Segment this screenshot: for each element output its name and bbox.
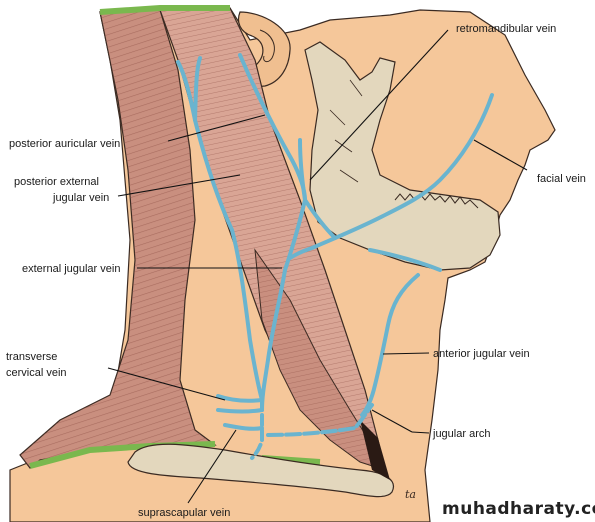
submental-branch [368, 248, 442, 272]
teeth-line [394, 193, 479, 209]
label-posterior-external-line2: jugular vein [52, 192, 109, 204]
mandible-shading [329, 79, 363, 183]
label-retromandibular-vein: retromandibular vein [456, 23, 556, 35]
label-transverse-line1: transverse [6, 351, 57, 363]
clavicle-bone [127, 443, 394, 498]
leader-posterior-auricular [167, 114, 266, 142]
artist-signature: ta [405, 488, 416, 501]
mandible [304, 41, 501, 271]
posterior-external-jugular-vessel [193, 118, 264, 402]
transverse-lower [216, 408, 264, 414]
label-posterior-auricular-vein: posterior auricular vein [9, 138, 120, 150]
external-jugular-vessel [260, 198, 307, 412]
facial-common-branch [303, 198, 337, 240]
label-external-jugular-vein: external jugular vein [22, 263, 120, 275]
transverse-cervical-vessel [216, 394, 264, 403]
leader-jugular-arch-a [411, 431, 430, 434]
posterior-auricular-branch [193, 56, 202, 122]
label-jugular-arch: jugular arch [432, 428, 490, 440]
leader-retromandibular [309, 29, 449, 181]
subclavian-join [250, 398, 264, 460]
sternocleidomastoid-fibers [160, 8, 385, 470]
sternal-tendon [360, 420, 390, 480]
label-transverse-line2: cervical vein [6, 367, 67, 379]
anterior-jugular-vessel [360, 273, 420, 417]
cut-edge-top [99, 5, 230, 15]
jugular-arch-vessel [266, 403, 374, 437]
veins [176, 53, 494, 460]
label-anterior-jugular-vein: anterior jugular vein [433, 348, 530, 360]
leader-lines [107, 29, 528, 504]
label-posterior-external-line1: posterior external [14, 176, 99, 188]
suprascapular-vessel [223, 423, 264, 431]
leader-suprascapular [187, 429, 237, 504]
leader-anterior-jugular [382, 352, 430, 355]
leader-posterior-external [117, 174, 241, 197]
watermark-text: muhadharaty.com [442, 499, 595, 519]
retromandibular-upper [298, 138, 307, 202]
label-facial-vein: facial vein [537, 173, 586, 185]
clavicular-head-fibers [255, 250, 385, 470]
leader-transverse-cervical [107, 367, 226, 401]
leader-jugular-arch-b [371, 409, 413, 433]
trapezius-fibers [20, 10, 215, 468]
leader-facial [473, 139, 528, 171]
label-suprascapular-vein: suprascapular vein [138, 507, 230, 519]
ear-inner-fold [259, 29, 275, 63]
facial-vein-vessel [288, 93, 494, 260]
